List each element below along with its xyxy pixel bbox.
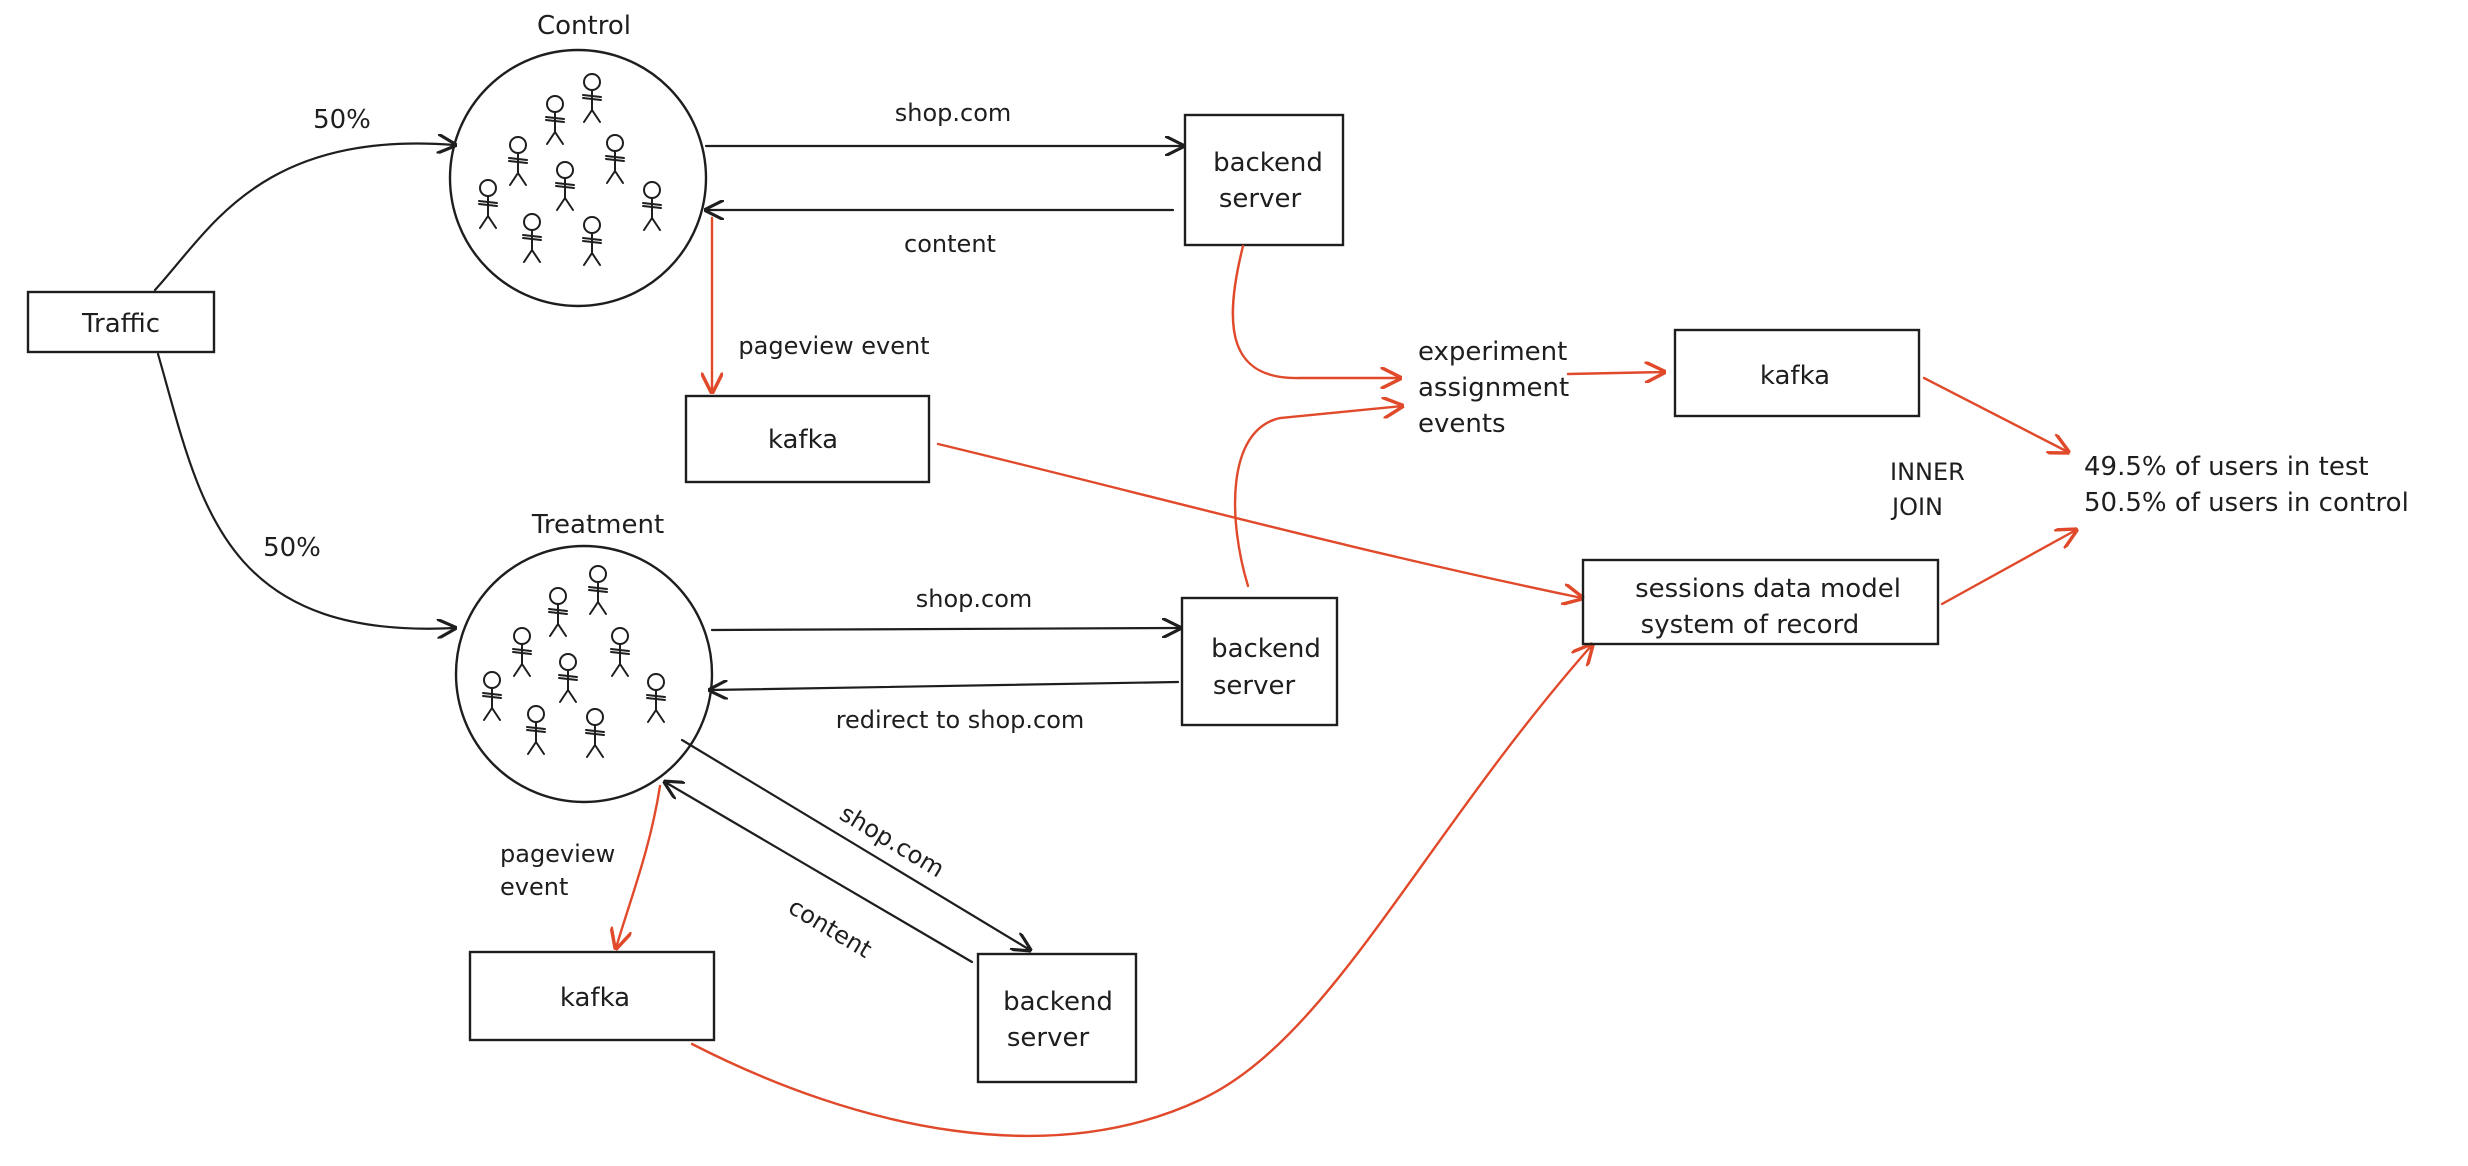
arrow-treatment-shop <box>710 628 1180 630</box>
arrow-traffic-to-treatment <box>156 352 455 629</box>
treatment-backend-label-1: backend <box>1211 634 1321 664</box>
arrow-treatment-shop-direct <box>680 738 1030 950</box>
control-group-circle[interactable] <box>448 48 708 308</box>
arrow-sessions-to-result <box>1940 530 2076 606</box>
sessions-data-model-box[interactable] <box>1581 558 1940 646</box>
treatment-shop-direct-label: shop.com <box>835 799 949 883</box>
arrow-treatment-redirect <box>710 682 1180 690</box>
arrow-control-kafka-to-sessions <box>936 442 1582 598</box>
treatment-backend-server[interactable] <box>1180 596 1339 727</box>
sessions-label-2: system of record <box>1641 610 1860 640</box>
assignment-kafka-label: kafka <box>1760 361 1830 391</box>
control-backend-label-2: server <box>1219 184 1302 214</box>
control-shop-label: shop.com <box>895 99 1012 127</box>
arrow-control-backend-to-assignment <box>1231 244 1400 378</box>
arrow-treatment-pageview <box>616 784 662 948</box>
control-content-label: content <box>904 230 996 258</box>
control-kafka-label: kafka <box>768 425 838 455</box>
treatment-pageview-label-1: pageview <box>500 840 615 868</box>
result-label-1: 49.5% of users in test <box>2084 452 2369 482</box>
treatment-direct-backend-label-1: backend <box>1003 987 1113 1017</box>
treatment-users <box>482 565 666 758</box>
result-label-2: 50.5% of users in control <box>2084 488 2409 518</box>
experiment-label-2: assignment <box>1418 373 1569 403</box>
arrow-treatment-backend-to-assignment <box>1233 406 1402 588</box>
treatment-backend-label-2: server <box>1213 671 1296 701</box>
inner-join-label-1: INNER <box>1890 458 1965 486</box>
sessions-label-1: sessions data model <box>1635 574 1901 604</box>
control-users <box>478 73 662 266</box>
control-backend-server[interactable] <box>1183 113 1345 247</box>
control-pageview-label: pageview event <box>738 332 929 360</box>
arrow-kafka-to-result <box>1922 376 2068 452</box>
treatment-redirect-label: redirect to shop.com <box>836 706 1085 734</box>
control-label: Control <box>537 11 631 41</box>
inner-join-label-2: JOIN <box>1890 493 1943 521</box>
experiment-label-1: experiment <box>1418 337 1567 367</box>
arrow-assignment-to-kafka <box>1566 372 1664 374</box>
arrow-treatment-content <box>665 782 974 964</box>
treatment-direct-backend-label-2: server <box>1007 1023 1090 1053</box>
arrow-treatment-kafka-to-sessions <box>690 645 1592 1137</box>
arrow-traffic-to-control <box>153 143 455 292</box>
treatment-direct-backend-server[interactable] <box>976 952 1138 1084</box>
experiment-label-3: events <box>1418 409 1506 439</box>
control-backend-label-1: backend <box>1213 148 1323 178</box>
treatment-group-circle[interactable] <box>454 544 714 804</box>
treatment-pageview-label-2: event <box>500 873 568 901</box>
control-kafka-box[interactable] <box>684 394 931 484</box>
treatment-label: Treatment <box>531 510 664 540</box>
treatment-kafka-box[interactable] <box>468 950 716 1042</box>
split-treatment-label: 50% <box>263 533 321 563</box>
traffic-label: Traffic <box>81 309 160 339</box>
traffic-box[interactable] <box>26 290 216 354</box>
split-control-label: 50% <box>313 105 371 135</box>
treatment-kafka-label: kafka <box>560 983 630 1013</box>
treatment-shop-label: shop.com <box>916 585 1033 613</box>
treatment-content-label: content <box>784 892 877 963</box>
assignment-kafka-box[interactable] <box>1673 328 1921 418</box>
